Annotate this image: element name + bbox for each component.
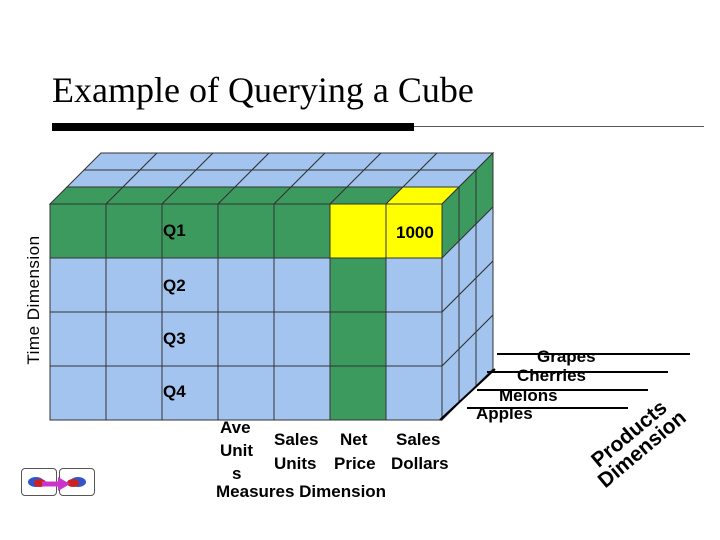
cube-cell-r3-c1 [105,365,163,421]
product-label-apples: Apples [476,404,533,423]
measure-sales-units-line-1: Sales [274,430,319,449]
quarter-label-q3: Q3 [163,329,186,348]
cube-cell-r3-c0 [49,365,107,421]
cube-cell-r2-c4 [273,311,331,367]
cube-cell-r2-c6 [385,311,443,367]
cube-cell-r1-c6 [385,257,443,313]
product-label-melons: Melons [499,386,558,405]
measure-net-price-line-2: Price [334,454,376,473]
measure-sales-dollars-line-2: Dollars [391,454,449,473]
cube-cell-r0-c3 [217,203,275,259]
cube-cell-r2-c1 [105,311,163,367]
cube-cell-r3-c4 [273,365,331,421]
measures-dimension-label: Measures Dimension [216,482,387,501]
cube-cell-r1-c3 [217,257,275,313]
title-underline-bar [52,123,414,131]
product-label-cherries: Cherries [517,366,586,385]
product-label-grapes: Grapes [537,347,596,366]
next-arrow-icon [42,477,70,491]
cube-cell-r0-c5 [329,203,387,259]
measure-sales-dollars-line-1: Sales [396,430,441,449]
cube-cell-r0-c4 [273,203,331,259]
cube-right-cell-l2-r3 [475,313,494,388]
cube-cell-r1-c5 [329,257,387,313]
cube-cell-r1-c4 [273,257,331,313]
cube-cell-r1-c1 [105,257,163,313]
products-dimension-lines [439,353,690,421]
cube-top-face [48,152,495,205]
cube-cell-r3-c6 [385,365,443,421]
measure-ave-line-1: Ave [220,418,251,437]
cube-cell-r2-c3 [217,311,275,367]
highlight-cell-value: 1000 [396,223,434,242]
quarter-label-q1: Q1 [163,221,186,240]
measure-ave-line-3: s [232,464,242,483]
time-dimension-label: Time Dimension [24,235,43,365]
cube-right-face [441,151,494,422]
measure-net-price-line-1: Net [340,430,368,449]
cube-cell-r3-c3 [217,365,275,421]
quarter-label-q4: Q4 [163,382,186,401]
product-axis-edge [439,368,496,421]
next-slide-icon [67,477,86,487]
cube-cell-r0-c0 [49,203,107,259]
measure-ave-line-2: Unit [220,441,254,460]
title-underline-rule [414,126,704,127]
cube-cell-r3-c5 [329,365,387,421]
measure-sales-units-line-2: Units [274,454,317,473]
cube-front-face [49,203,443,421]
cube-cell-r2-c0 [49,311,107,367]
cube-cell-r2-c5 [329,311,387,367]
quarter-label-q2: Q2 [163,276,186,295]
cube-cell-r0-c1 [105,203,163,259]
cube-cell-r1-c0 [49,257,107,313]
slide-title: Example of Querying a Cube [52,70,474,110]
